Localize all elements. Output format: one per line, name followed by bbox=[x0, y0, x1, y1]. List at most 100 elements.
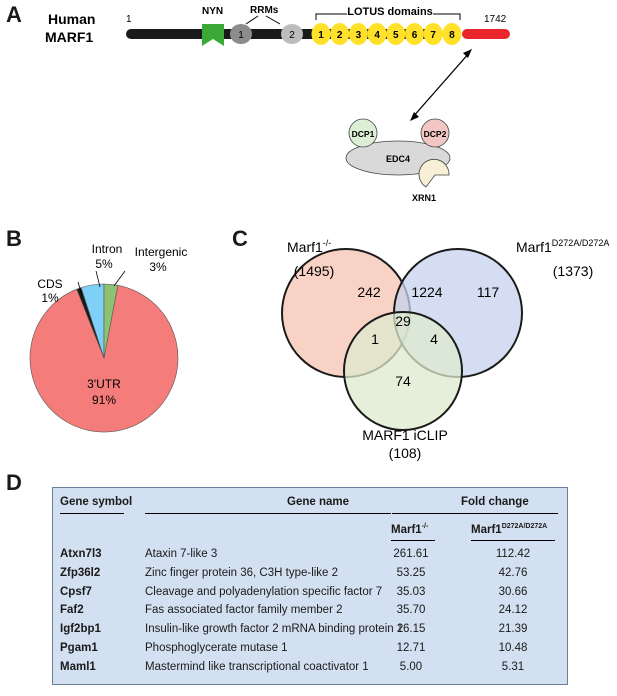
lotus-domain-8-shape bbox=[442, 23, 462, 45]
fold-change-ko-cell: 261.61 bbox=[393, 548, 429, 560]
venn-region-abc: 29 bbox=[395, 313, 411, 329]
intergenic-leader-line bbox=[113, 270, 126, 287]
fold-change-mutant-cell: 10.48 bbox=[498, 642, 528, 654]
lotus-domain-2-number: 2 bbox=[337, 30, 343, 41]
panel-letter-d: D bbox=[6, 470, 22, 495]
header-gene-symbol: Gene symbol bbox=[60, 496, 133, 508]
xrn1-label: XRN1 bbox=[412, 193, 436, 203]
start-residue: 1 bbox=[126, 14, 132, 25]
lotus-domain-6-shape bbox=[405, 23, 424, 45]
protein-label-line2: MARF1 bbox=[45, 29, 93, 45]
venn-set-c-name: MARF1 iCLIP bbox=[362, 427, 448, 443]
fold-change-ko-cell: 12.71 bbox=[396, 642, 426, 654]
gene-table: Gene symbol Gene name Fold change Marf1-… bbox=[52, 487, 568, 685]
lotus-domain-8-number: 8 bbox=[449, 30, 455, 41]
gene-name-cell: Ataxin 7-like 3 bbox=[145, 548, 218, 560]
pie-label-utr-value: 91% bbox=[92, 393, 116, 407]
subheader-marf1-mutant: Marf1D272A/D272A bbox=[471, 523, 548, 536]
lotus-domain-3-number: 3 bbox=[356, 30, 362, 41]
venn-set-c bbox=[343, 311, 463, 431]
fold-change-ko-cell: 35.70 bbox=[396, 604, 426, 617]
pie-label-intron-value: 5% bbox=[95, 257, 113, 271]
arrow-head-top bbox=[463, 49, 472, 58]
rrm-1-shape bbox=[230, 24, 252, 44]
lotus-domain-5-number: 5 bbox=[393, 30, 399, 41]
dcp2-shape bbox=[420, 118, 450, 148]
gene-symbol-cell: Pgam1 bbox=[60, 642, 98, 654]
lotus-domain-7-shape bbox=[423, 23, 443, 45]
panel-letter-c: C bbox=[232, 226, 248, 251]
gene-symbol-cell: Atxn7l3 bbox=[60, 548, 102, 560]
lotus-domain-6-number: 6 bbox=[412, 30, 418, 41]
lotus-domain-1-shape bbox=[311, 23, 331, 45]
gene-name-cell: Cleavage and polyadenylation specific fa… bbox=[145, 585, 383, 598]
pie-label-intron-name: Intron bbox=[92, 242, 123, 256]
header-gene-name: Gene name bbox=[287, 496, 349, 508]
subheader-marf1-mutant-underline bbox=[471, 540, 555, 541]
pie-label-utr-name: 3'UTR bbox=[87, 377, 121, 391]
lotus-domain-7-number: 7 bbox=[430, 30, 436, 41]
fold-change-mutant-cell: 30.66 bbox=[498, 585, 528, 598]
interaction-arrow bbox=[411, 51, 471, 119]
lotus-domain-3-shape bbox=[348, 23, 368, 45]
lotus-domain-4-shape bbox=[367, 23, 387, 45]
fold-change-mutant-cell: 21.39 bbox=[498, 623, 528, 636]
pie-label-intergenic-name: Intergenic bbox=[135, 245, 188, 259]
fold-change-mutant-cell: 42.76 bbox=[498, 566, 528, 579]
header-fold-change-underline bbox=[392, 513, 558, 514]
cds-leader-line bbox=[77, 281, 83, 296]
fold-change-mutant-cell: 112.42 bbox=[495, 548, 531, 560]
fold-change-mutant-cell: 24.12 bbox=[498, 604, 528, 617]
gene-symbol-cell: Faf2 bbox=[60, 604, 84, 617]
rrms-label: RRMs bbox=[250, 5, 279, 16]
gene-name-cell: Phosphoglycerate mutase 1 bbox=[145, 642, 288, 654]
c-terminal-region bbox=[462, 29, 510, 39]
rrm-2-shape bbox=[281, 24, 303, 44]
fold-change-ko-cell: 35.03 bbox=[396, 585, 426, 598]
pie-slice-intergenic bbox=[103, 283, 119, 359]
intron-leader-line bbox=[95, 270, 101, 288]
lotus-domain-5-shape bbox=[386, 23, 406, 45]
dcp1-shape bbox=[348, 118, 378, 148]
lotus-label: LOTUS domains bbox=[347, 6, 433, 18]
panel-letter-b: B bbox=[6, 226, 22, 251]
end-residue: 1742 bbox=[484, 14, 507, 25]
rrm-1-number: 1 bbox=[238, 30, 244, 41]
venn-region-a-only: 242 bbox=[357, 284, 381, 300]
fold-change-mutant-cell: 5.31 bbox=[501, 660, 525, 673]
gene-symbol-cell: Maml1 bbox=[60, 660, 96, 673]
gene-symbol-cell: Zfp36l2 bbox=[60, 566, 101, 579]
rrms-pointer-line-1 bbox=[245, 15, 259, 25]
header-gene-name-underline bbox=[145, 513, 391, 514]
venn-region-ac: 1 bbox=[371, 331, 379, 347]
venn-region-ab: 1224 bbox=[411, 284, 442, 300]
gene-name-cell: Zinc finger protein 36, C3H type-like 2 bbox=[145, 566, 339, 579]
fold-change-ko-cell: 16.15 bbox=[396, 623, 426, 636]
gene-name-cell: Mastermind like transcriptional coactiva… bbox=[145, 660, 369, 673]
lotus-domain-4-number: 4 bbox=[374, 30, 380, 41]
subheader-marf1-ko: Marf1-/- bbox=[391, 523, 429, 536]
venn-region-b-only: 117 bbox=[477, 284, 500, 300]
pie-label-intergenic-value: 3% bbox=[149, 260, 167, 274]
venn-set-a-name: Marf1-/- bbox=[287, 238, 331, 255]
rrms-pointer-line-2 bbox=[265, 15, 281, 25]
venn-set-b-total: (1373) bbox=[553, 263, 593, 279]
fold-change-ko-cell: 53.25 bbox=[396, 566, 426, 579]
header-fold-change: Fold change bbox=[461, 496, 529, 508]
pie-slice-utr bbox=[29, 284, 179, 433]
nyn-domain-shape bbox=[202, 24, 224, 46]
gene-symbol-cell: Igf2bp1 bbox=[60, 623, 101, 636]
xrn1-shape bbox=[418, 158, 450, 188]
gene-name-cell: Fas associated factor family member 2 bbox=[145, 604, 343, 617]
pie-label-cds-value: 1% bbox=[41, 291, 59, 305]
dcp2-label: DCP2 bbox=[424, 129, 447, 139]
fold-change-ko-cell: 5.00 bbox=[399, 660, 423, 673]
lotus-label-bg bbox=[347, 4, 433, 18]
header-gene-symbol-underline bbox=[60, 513, 124, 514]
protein-label-line1: Human bbox=[48, 11, 95, 27]
lotus-domain-2-shape bbox=[330, 23, 350, 45]
venn-region-bc: 4 bbox=[430, 331, 438, 347]
gene-symbol-cell: Cpsf7 bbox=[60, 585, 92, 598]
